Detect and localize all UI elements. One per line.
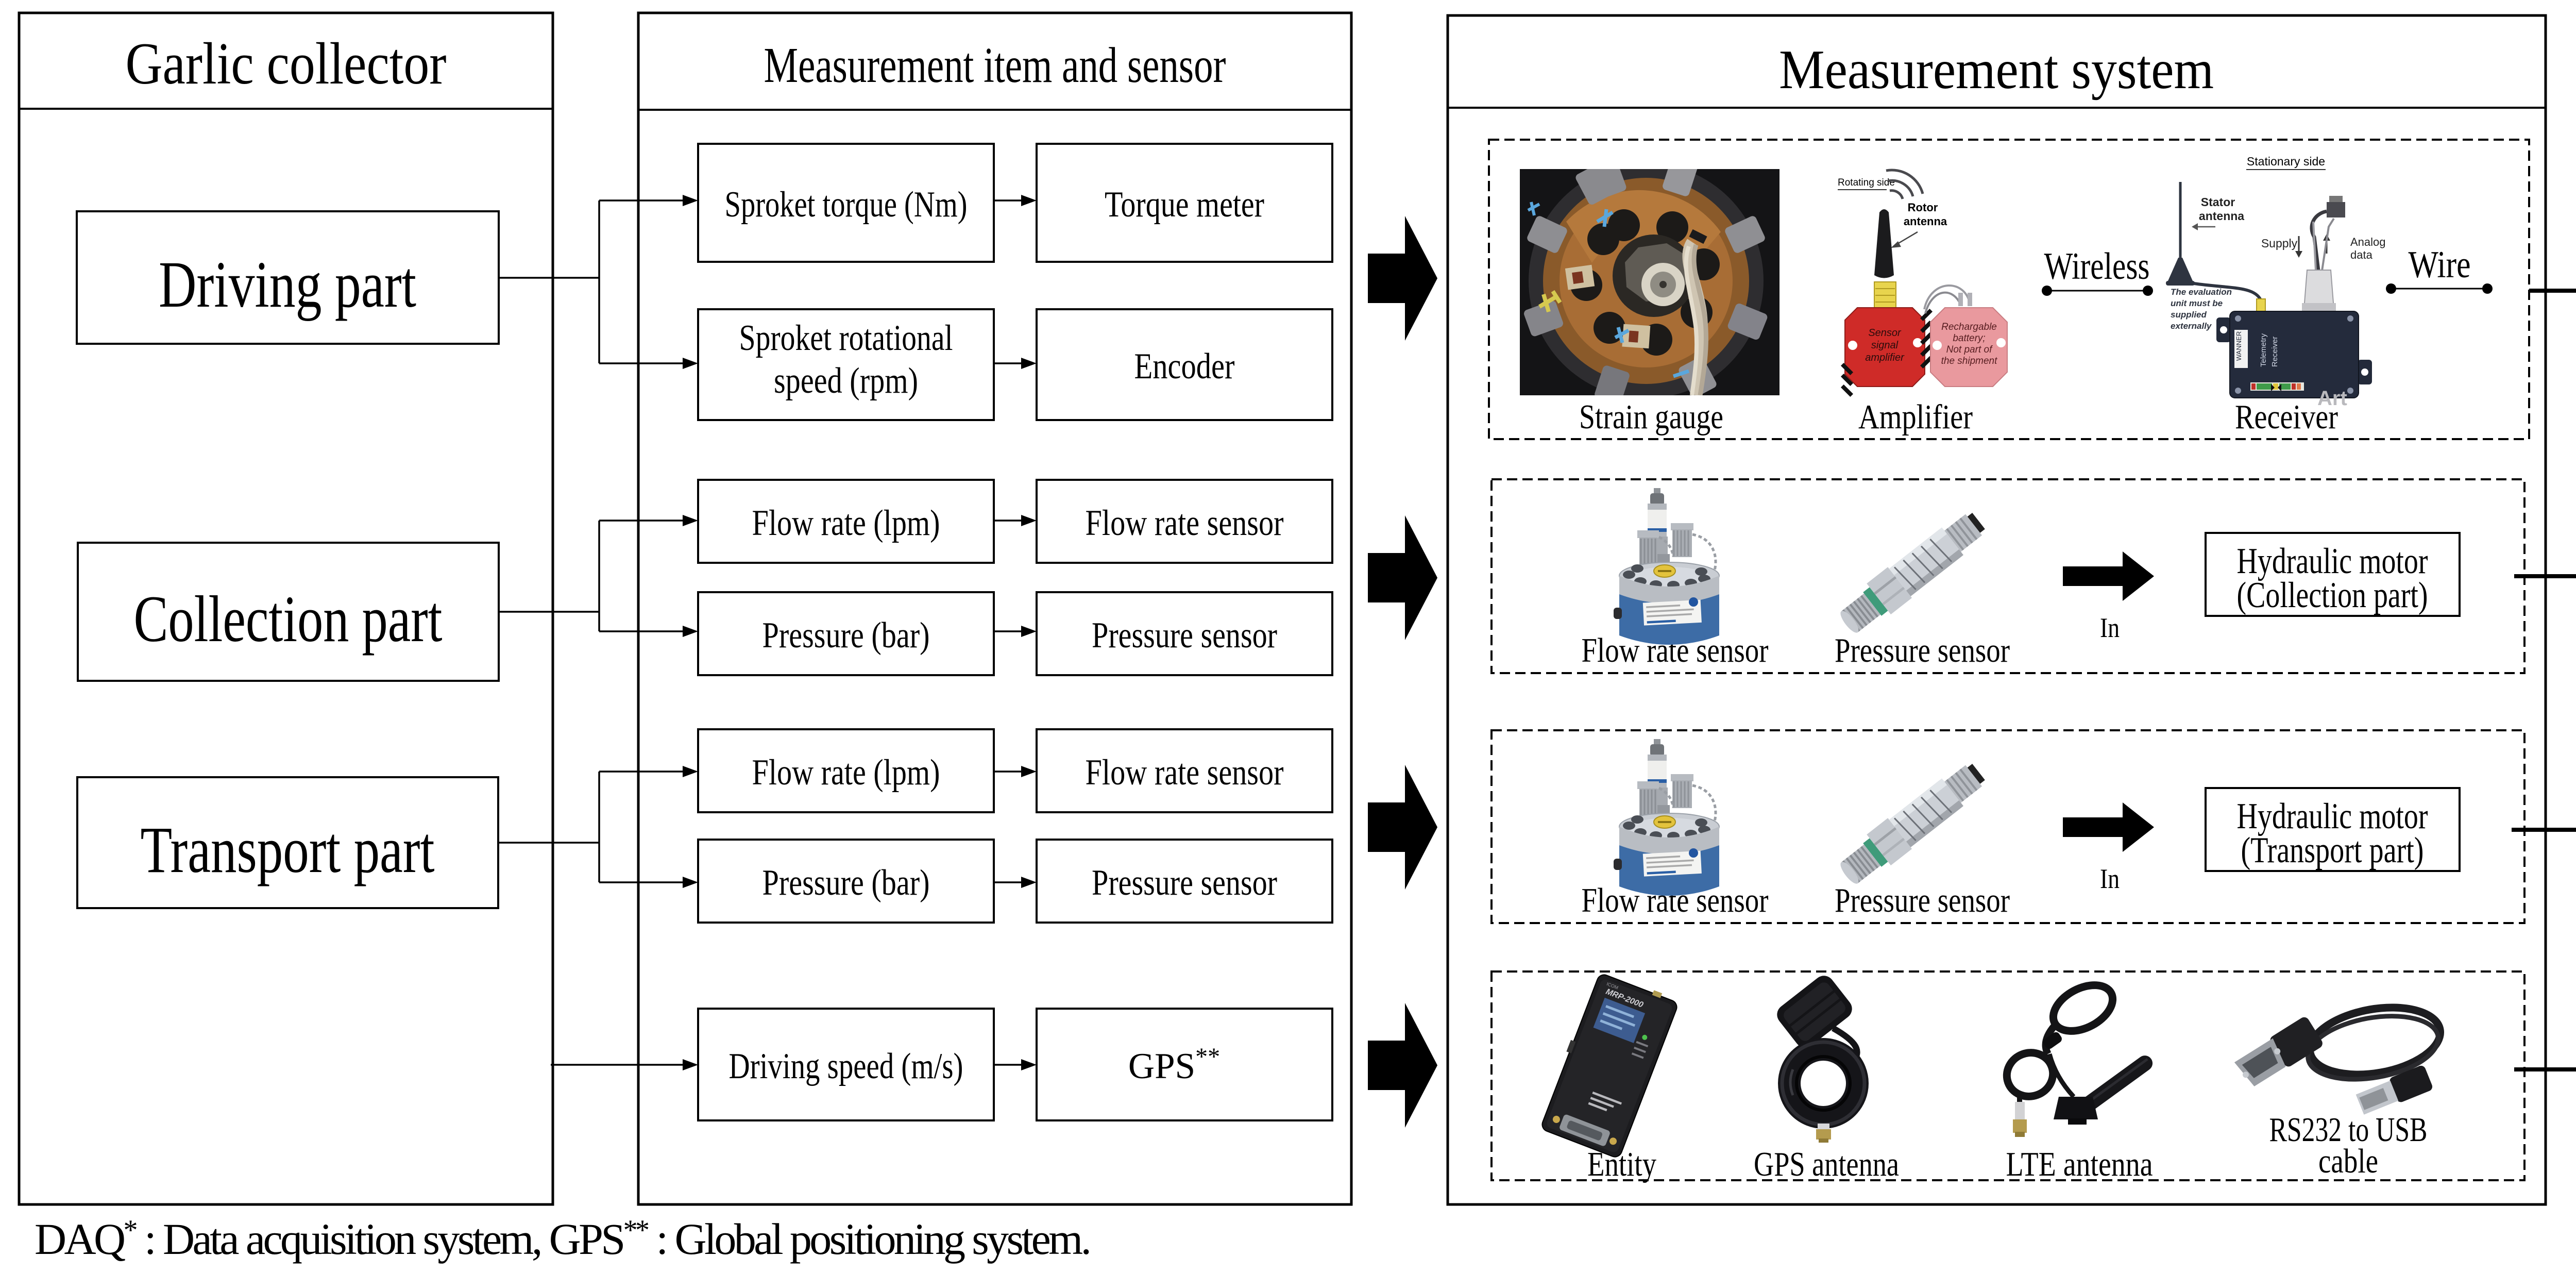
svg-text:In: In bbox=[2100, 612, 2120, 643]
svg-text:Rechargable: Rechargable bbox=[1941, 322, 1997, 332]
svg-text:the shipment: the shipment bbox=[1941, 356, 1998, 366]
svg-text:Pressure sensor: Pressure sensor bbox=[1835, 631, 2010, 669]
svg-text:Sproket rotational: Sproket rotational bbox=[739, 318, 953, 358]
svg-text:Hydraulic motor: Hydraulic motor bbox=[2237, 796, 2428, 836]
svg-text:RS232 to USB: RS232 to USB bbox=[2269, 1111, 2428, 1149]
svg-text:Not part of: Not part of bbox=[1946, 344, 1993, 355]
svg-text:Wire: Wire bbox=[2409, 244, 2471, 286]
svg-text:Driving speed (m/s): Driving speed (m/s) bbox=[729, 1046, 963, 1086]
svg-text:Stationary side: Stationary side bbox=[2247, 155, 2325, 168]
svg-text:Pressure (bar): Pressure (bar) bbox=[762, 615, 930, 656]
svg-text:GPS antenna: GPS antenna bbox=[1754, 1145, 1899, 1183]
svg-text:Transport part: Transport part bbox=[141, 813, 435, 886]
svg-text:Hydraulic motor: Hydraulic motor bbox=[2237, 541, 2428, 581]
svg-text:Sproket torque (Nm): Sproket torque (Nm) bbox=[725, 185, 968, 225]
svg-text:Rotating side: Rotating side bbox=[1838, 177, 1895, 188]
svg-text:Pressure sensor: Pressure sensor bbox=[1092, 615, 1277, 656]
svg-text:speed (rpm): speed (rpm) bbox=[774, 361, 918, 401]
svg-text:signal: signal bbox=[1871, 340, 1899, 351]
svg-text:Art: Art bbox=[2317, 387, 2347, 410]
svg-text:(Collection part): (Collection part) bbox=[2237, 575, 2428, 615]
svg-text:Pressure (bar): Pressure (bar) bbox=[762, 863, 930, 903]
svg-text:In: In bbox=[2100, 863, 2120, 894]
svg-text:Analog: Analog bbox=[2350, 236, 2386, 248]
svg-text:Driving part: Driving part bbox=[159, 248, 416, 321]
svg-text:supplied: supplied bbox=[2171, 310, 2207, 320]
svg-text:Flow rate sensor: Flow rate sensor bbox=[1086, 503, 1284, 543]
svg-text:Rotor: Rotor bbox=[1908, 201, 1938, 214]
svg-text:battery;: battery; bbox=[1953, 333, 1985, 344]
svg-text:antenna: antenna bbox=[2199, 209, 2244, 223]
svg-text:DAQ* : Data acquisition system: DAQ* : Data acquisition system, GPS** : … bbox=[35, 1214, 1089, 1264]
svg-text:Pressure sensor: Pressure sensor bbox=[1092, 863, 1277, 903]
svg-text:data: data bbox=[2350, 248, 2373, 261]
svg-text:LTE antenna: LTE antenna bbox=[2006, 1145, 2153, 1183]
svg-text:amplifier: amplifier bbox=[1865, 352, 1905, 363]
svg-text:Measurement item and sensor: Measurement item and sensor bbox=[764, 38, 1226, 93]
svg-text:unit must be: unit must be bbox=[2171, 298, 2223, 308]
svg-text:Pressure sensor: Pressure sensor bbox=[1835, 881, 2010, 919]
svg-text:Receiver: Receiver bbox=[2235, 398, 2338, 436]
svg-text:WANNER: WANNER bbox=[2235, 331, 2243, 361]
svg-text:Amplifier: Amplifier bbox=[1858, 398, 1973, 436]
svg-text:(Transport part): (Transport part) bbox=[2241, 830, 2424, 870]
svg-text:Measurement system: Measurement system bbox=[1779, 39, 2214, 100]
svg-text:cable: cable bbox=[2318, 1142, 2378, 1180]
svg-text:Flow rate (lpm): Flow rate (lpm) bbox=[752, 752, 940, 793]
svg-text:The evaluation: The evaluation bbox=[2171, 287, 2232, 297]
svg-text:Strain gauge: Strain gauge bbox=[1579, 398, 1723, 436]
svg-text:Stator: Stator bbox=[2201, 195, 2235, 209]
svg-text:Supply: Supply bbox=[2261, 237, 2298, 250]
svg-text:Flow rate sensor: Flow rate sensor bbox=[1086, 752, 1284, 793]
svg-text:antenna: antenna bbox=[1904, 215, 1947, 228]
svg-text:Encoder: Encoder bbox=[1134, 346, 1235, 387]
svg-text:Receiver: Receiver bbox=[2270, 337, 2279, 367]
svg-text:Garlic collector: Garlic collector bbox=[126, 31, 447, 97]
svg-text:Flow rate (lpm): Flow rate (lpm) bbox=[752, 503, 940, 543]
svg-text:Telemetry: Telemetry bbox=[2259, 333, 2268, 367]
svg-text:Torque meter: Torque meter bbox=[1105, 185, 1264, 225]
svg-text:Sensor: Sensor bbox=[1868, 327, 1902, 339]
svg-text:Wireless: Wireless bbox=[2044, 245, 2150, 288]
svg-text:externally: externally bbox=[2171, 321, 2212, 331]
svg-text:Collection part: Collection part bbox=[134, 582, 443, 656]
